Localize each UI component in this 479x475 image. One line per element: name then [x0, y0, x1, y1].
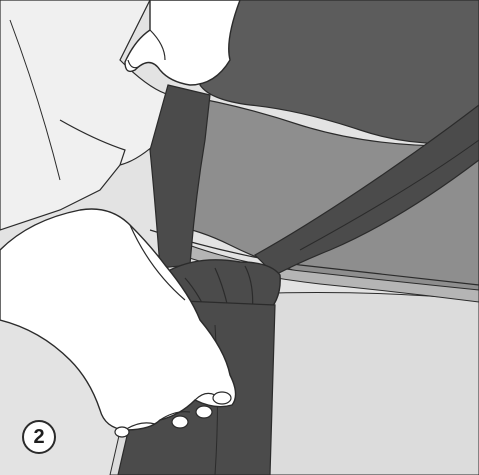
lower-hand-nail-4 — [115, 427, 129, 437]
step-number: 2 — [33, 426, 44, 449]
lower-hand-nail-2 — [196, 406, 212, 418]
lower-hand-nail-1 — [213, 392, 231, 404]
lower-hand-nail-3 — [172, 416, 188, 428]
step-number-badge: 2 — [22, 420, 56, 454]
